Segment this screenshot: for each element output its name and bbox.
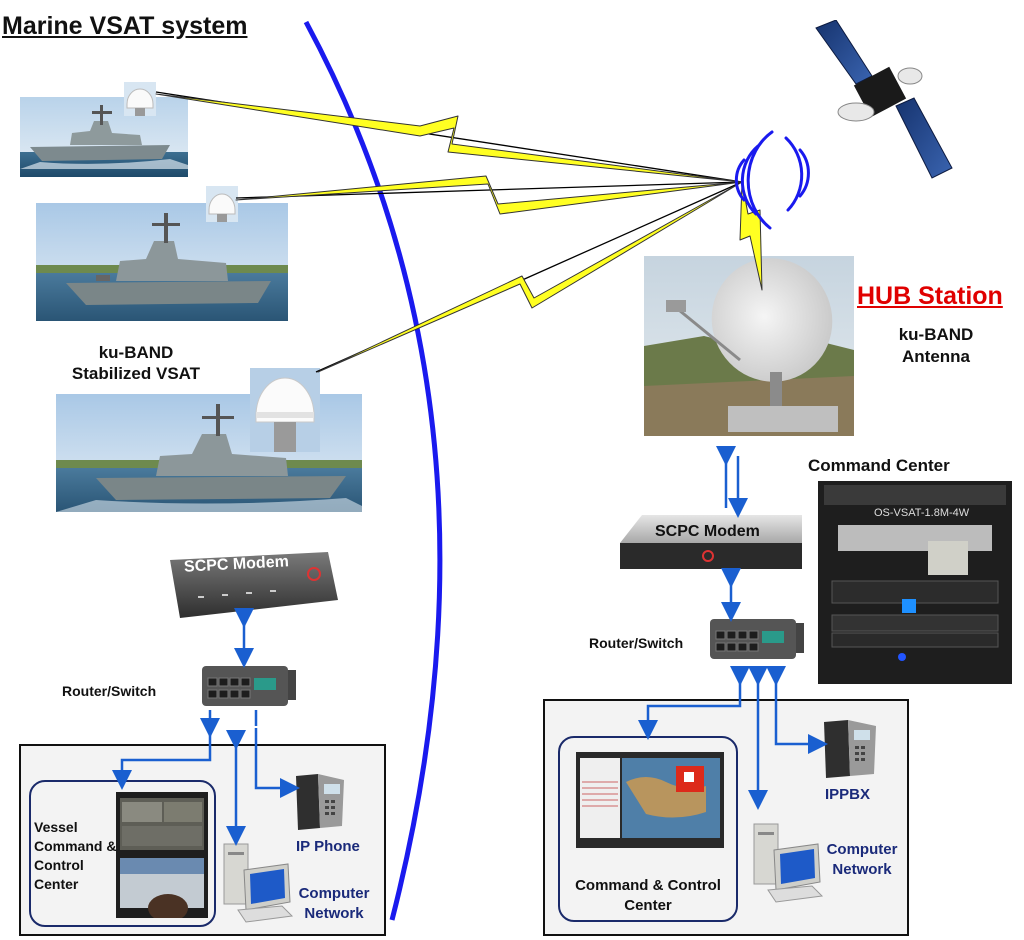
hub-c2-monitor (576, 752, 724, 848)
vessel-computer-icon (222, 840, 294, 924)
rack-label: OS-VSAT-1.8M-4W (874, 507, 970, 519)
ship-photo-2 (36, 203, 288, 321)
ship-photo-1 (20, 97, 188, 177)
hub-c2-label: Command & Control Center (575, 877, 721, 914)
vessel-c2-monitors (116, 792, 208, 922)
hub-router-icon (708, 615, 804, 663)
earth-curve-arc (303, 20, 443, 921)
satellite-icon (810, 19, 956, 180)
radome-icon-3 (250, 368, 320, 452)
hub-antenna-label: ku-BAND Antenna (898, 325, 974, 366)
ip-phone-label: IP Phone (296, 838, 360, 855)
vessel-vsat-label: ku-BAND Stabilized VSAT (71, 343, 201, 383)
vessel-network-label: Computer Network (298, 885, 370, 922)
command-center-label: Command Center (808, 456, 950, 475)
hub-computer-icon (752, 820, 824, 904)
command-center-rack (818, 481, 1012, 684)
ip-phone-icon (292, 770, 350, 832)
radome-icon-1 (124, 82, 156, 116)
hub-title: HUB Station (857, 282, 1003, 310)
lightning-bolts (155, 93, 763, 373)
radome-icon-2 (206, 186, 238, 222)
vessel-scpc-modem (168, 550, 340, 620)
ship-photo-3 (56, 394, 362, 512)
ippbx-icon (820, 716, 882, 780)
vessel-c2-label: Vessel Command & Control Center (34, 819, 117, 892)
hub-modem-label: SCPC Modem (655, 523, 760, 540)
vessel-router-label: Router/Switch (62, 683, 157, 699)
signal-waves-icon (734, 130, 810, 230)
vessel-router-icon (200, 662, 296, 710)
diagram-title: Marine VSAT system (2, 12, 248, 40)
hub-scpc-modem (618, 513, 804, 573)
hub-dish-photo (644, 256, 854, 436)
ippbx-label: IPPBX (825, 786, 871, 803)
hub-router-label: Router/Switch (589, 635, 684, 651)
hub-network-label: Computer Network (826, 841, 898, 878)
